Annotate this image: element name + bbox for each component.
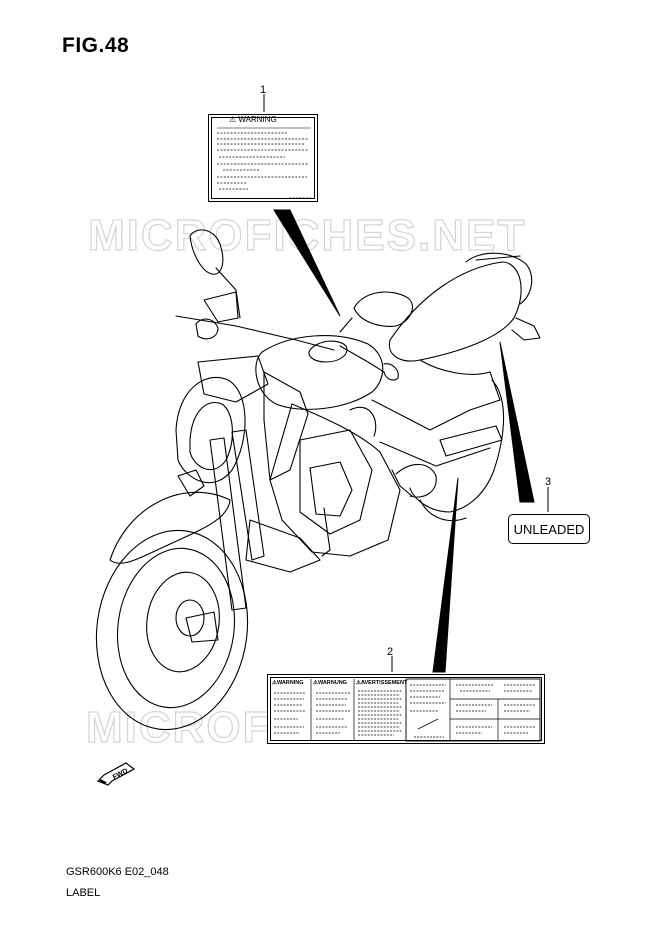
multilanguage-header-2: ⚠WARNUNG (313, 680, 347, 686)
callout-number-3: 3 (545, 476, 552, 488)
warning-label-text-lines (217, 127, 311, 199)
warning-triangle-icon: ⚠ (313, 680, 318, 686)
leader-1-wedge (273, 209, 341, 317)
diagram-name: LABEL (66, 887, 101, 899)
multilanguage-header-2-text: WARNUNG (317, 680, 347, 686)
warning-triangle-icon: ⚠ (229, 115, 237, 124)
warning-triangle-icon: ⚠ (272, 680, 277, 686)
front-fender (109, 491, 231, 564)
headlight (175, 355, 269, 497)
multilanguage-label-part-2: ⚠WARNING ⚠WARNUNG ⚠AVERTISSEMENT (267, 674, 545, 744)
figure-title: FIG.48 (62, 34, 130, 57)
seat (388, 252, 541, 362)
front-forks (185, 429, 265, 643)
warning-label-header-text: WARNING (238, 115, 277, 124)
warning-triangle-icon: ⚠ (356, 680, 361, 686)
fuel-tank (255, 335, 384, 481)
multilanguage-header-1-text: WARNING (276, 680, 304, 686)
warning-label-inner-border (211, 117, 315, 199)
multilanguage-header-3-text: AVERTISSEMENT (360, 680, 408, 686)
multilanguage-header-1: ⚠WARNING (272, 680, 304, 686)
multilanguage-header-3: ⚠AVERTISSEMENT (356, 680, 407, 686)
mirrors (189, 229, 413, 333)
callout-number-1: 1 (260, 84, 267, 96)
callout-number-2: 2 (387, 646, 394, 658)
warning-label-part-1: ⚠ WARNING (208, 114, 318, 202)
unleaded-label-text: UNLEADED (513, 521, 585, 537)
diagram-code: GSR600K6 E02_048 (66, 866, 169, 878)
fwd-arrow-badge: FWD (96, 762, 136, 786)
warning-label-header: ⚠ WARNING (229, 115, 277, 124)
leader-2-wedge (432, 477, 459, 673)
fwd-arrow-icon (96, 762, 136, 786)
engine-frame (245, 399, 501, 573)
leader-3-wedge (499, 341, 535, 503)
rear-section (395, 359, 505, 522)
unleaded-label-part-3: UNLEADED (508, 514, 590, 544)
multilanguage-label-content (274, 678, 541, 742)
